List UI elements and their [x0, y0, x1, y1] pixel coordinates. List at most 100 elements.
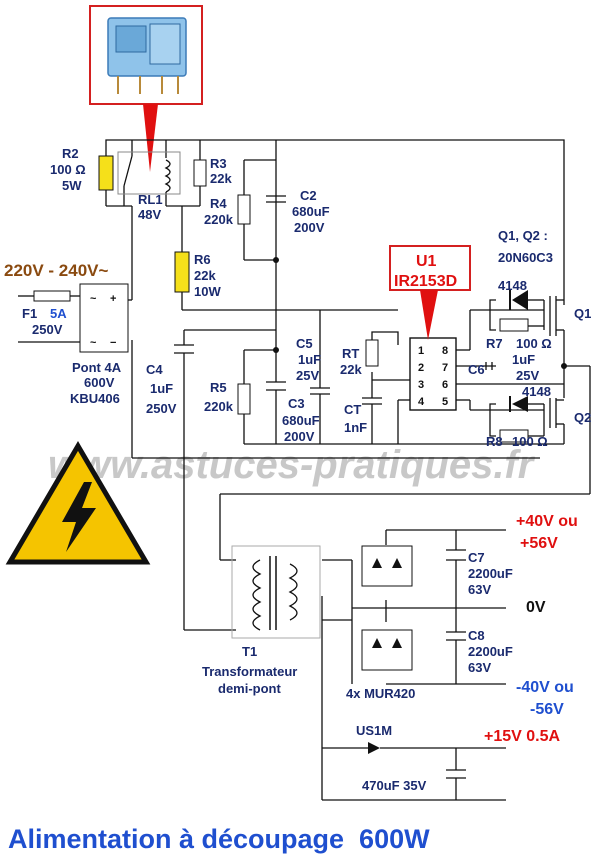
u1-ic [409, 337, 457, 411]
svg-text:470uF 35V: 470uF 35V [362, 778, 427, 793]
svg-text:~: ~ [90, 293, 97, 305]
svg-text:RL1: RL1 [138, 192, 163, 207]
svg-text:U1: U1 [416, 253, 437, 270]
svg-text:R5: R5 [210, 380, 227, 395]
svg-text:22k: 22k [194, 268, 216, 283]
svg-text:KBU406: KBU406 [70, 391, 120, 406]
svg-text:200V: 200V [294, 220, 325, 235]
svg-text:C3: C3 [288, 396, 305, 411]
svg-text:R7: R7 [486, 336, 503, 351]
relay-photo [107, 17, 187, 94]
r8-resistor [499, 429, 529, 443]
svg-text:Q1, Q2 :: Q1, Q2 : [498, 228, 548, 243]
mur420-diodes [368, 558, 402, 754]
svg-text:T1: T1 [242, 644, 257, 659]
r2-resistor [98, 155, 114, 191]
svg-text:RT: RT [342, 346, 359, 361]
svg-text:CT: CT [344, 402, 361, 417]
svg-text:680uF: 680uF [282, 413, 320, 428]
wiring [18, 139, 591, 801]
page-title: Alimentation à découpage 600W [8, 824, 430, 854]
svg-text:C5: C5 [296, 336, 313, 351]
r5-resistor [237, 383, 251, 415]
svg-text:R3: R3 [210, 156, 227, 171]
svg-text:1: 1 [418, 345, 424, 357]
svg-text:1uF: 1uF [298, 352, 321, 367]
svg-text:1nF: 1nF [344, 420, 367, 435]
svg-text:demi-pont: demi-pont [218, 681, 281, 696]
pont-bridge [79, 283, 129, 353]
svg-text:+40V ou: +40V ou [516, 513, 578, 530]
svg-text:22k: 22k [210, 171, 232, 186]
output-labels: +40V ou +56V 0V -40V ou -56V +15V 0.5A [484, 513, 578, 745]
svg-text:C7: C7 [468, 550, 485, 565]
svg-text:Q2: Q2 [574, 410, 591, 425]
svg-text:220k: 220k [204, 212, 234, 227]
svg-text:C2: C2 [300, 188, 317, 203]
svg-text:5W: 5W [62, 178, 82, 193]
svg-text:100 Ω: 100 Ω [50, 162, 86, 177]
svg-text:4148: 4148 [522, 384, 551, 399]
diode-4148-bottom [512, 396, 528, 412]
svg-text:10W: 10W [194, 284, 221, 299]
svg-text:25V: 25V [516, 368, 539, 383]
r3-resistor [193, 159, 207, 187]
svg-text:25V: 25V [296, 368, 319, 383]
svg-text:1uF: 1uF [150, 381, 173, 396]
svg-text:~: ~ [90, 337, 97, 349]
svg-text:7: 7 [442, 362, 448, 374]
svg-text:680uF: 680uF [292, 204, 330, 219]
svg-text:600V: 600V [84, 375, 115, 390]
svg-text:+15V 0.5A: +15V 0.5A [484, 728, 561, 745]
svg-text:250V: 250V [146, 401, 177, 416]
svg-text:R2: R2 [62, 146, 79, 161]
diode-4148-top [512, 290, 528, 310]
svg-text:4148: 4148 [498, 278, 527, 293]
svg-text:20N60C3: 20N60C3 [498, 250, 553, 265]
svg-text:4x MUR420: 4x MUR420 [346, 686, 415, 701]
svg-text:22k: 22k [340, 362, 362, 377]
svg-text:100 Ω: 100 Ω [516, 336, 552, 351]
f1-fuse [33, 290, 71, 302]
rl1-relay [117, 151, 181, 195]
component-labels: R2 100 Ω 5W RL1 48V R3 22k R4 220k C2 68… [4, 146, 591, 793]
svg-text:6: 6 [442, 379, 448, 391]
svg-text:C4: C4 [146, 362, 163, 377]
svg-text:220k: 220k [204, 399, 234, 414]
svg-text:2: 2 [418, 362, 424, 374]
r7-resistor [499, 318, 529, 332]
svg-text:-40V ou: -40V ou [516, 679, 574, 696]
svg-text:100 Ω: 100 Ω [512, 434, 548, 449]
svg-text:63V: 63V [468, 660, 491, 675]
svg-text:5A: 5A [50, 306, 67, 321]
svg-text:C6: C6 [468, 362, 485, 377]
svg-text:Pont 4A: Pont 4A [72, 360, 122, 375]
svg-text:5: 5 [442, 396, 448, 408]
svg-text:Transformateur: Transformateur [202, 664, 297, 679]
svg-text:−: − [110, 337, 116, 349]
svg-text:+: + [110, 293, 116, 305]
svg-text:63V: 63V [468, 582, 491, 597]
svg-text:3: 3 [418, 379, 424, 391]
svg-text:F1: F1 [22, 306, 37, 321]
u1-pointer-arrow [420, 290, 438, 340]
svg-text:US1M: US1M [356, 723, 392, 738]
svg-text:R6: R6 [194, 252, 211, 267]
svg-text:Q1: Q1 [574, 306, 591, 321]
svg-text:4: 4 [418, 396, 425, 408]
svg-text:1uF: 1uF [512, 352, 535, 367]
svg-text:2200uF: 2200uF [468, 566, 513, 581]
svg-text:R8: R8 [486, 434, 503, 449]
svg-text:8: 8 [442, 345, 448, 357]
svg-text:200V: 200V [284, 429, 315, 444]
svg-text:-56V: -56V [530, 701, 564, 718]
rl1-coil [164, 159, 171, 193]
r6-resistor [174, 251, 190, 293]
relay-pointer-arrow [143, 104, 158, 172]
r4-resistor [237, 194, 251, 225]
rt-resistor [365, 339, 379, 367]
watermark: www.astuces-pratiques.fr [48, 443, 536, 487]
svg-text:250V: 250V [32, 322, 63, 337]
mosfets [549, 296, 564, 428]
svg-text:R4: R4 [210, 196, 227, 211]
